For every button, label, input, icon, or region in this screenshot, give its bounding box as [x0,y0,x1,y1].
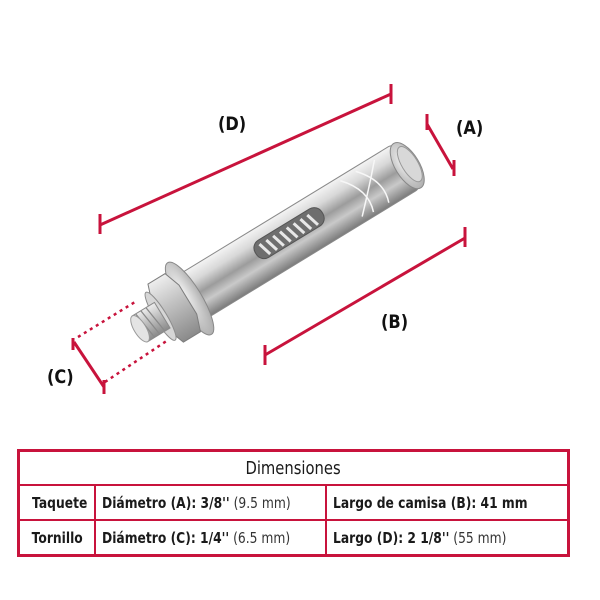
dimension-line-a [425,114,456,176]
dimensions-table: Dimensiones Taquete Diámetro (A): 3/8'' … [17,449,571,557]
table-header-row: Dimensiones [17,449,570,486]
dimension-line-d [98,84,393,234]
table-row: Tornillo Diámetro (C): 1/4'' (6.5 mm) La… [17,519,570,557]
label-c: (C) [47,366,74,388]
row-label-tornillo: Tornillo [17,519,96,557]
row-label-taquete: Taquete [17,484,96,521]
dimension-guide-c [77,300,169,384]
cell-sleeve-length-b: Largo de camisa (B): 41 mm [324,484,570,521]
cell-diameter-c: Diámetro (C): 1/4'' (6.5 mm) [93,519,327,557]
cell-diameter-a: Diámetro (A): 3/8'' (9.5 mm) [93,484,327,521]
dimension-line-b [263,227,467,365]
dimension-line-c [71,338,106,394]
label-a: (A) [456,117,484,139]
cell-length-d: Largo (D): 2 1/8'' (55 mm) [324,519,570,557]
table-row: Taquete Diámetro (A): 3/8'' (9.5 mm) Lar… [17,484,570,521]
label-d: (D) [218,113,247,135]
label-b: (B) [381,311,409,333]
table-title: Dimensiones [17,449,570,486]
bolt-body [130,142,425,343]
anchor-bolt-illustration [71,84,467,394]
